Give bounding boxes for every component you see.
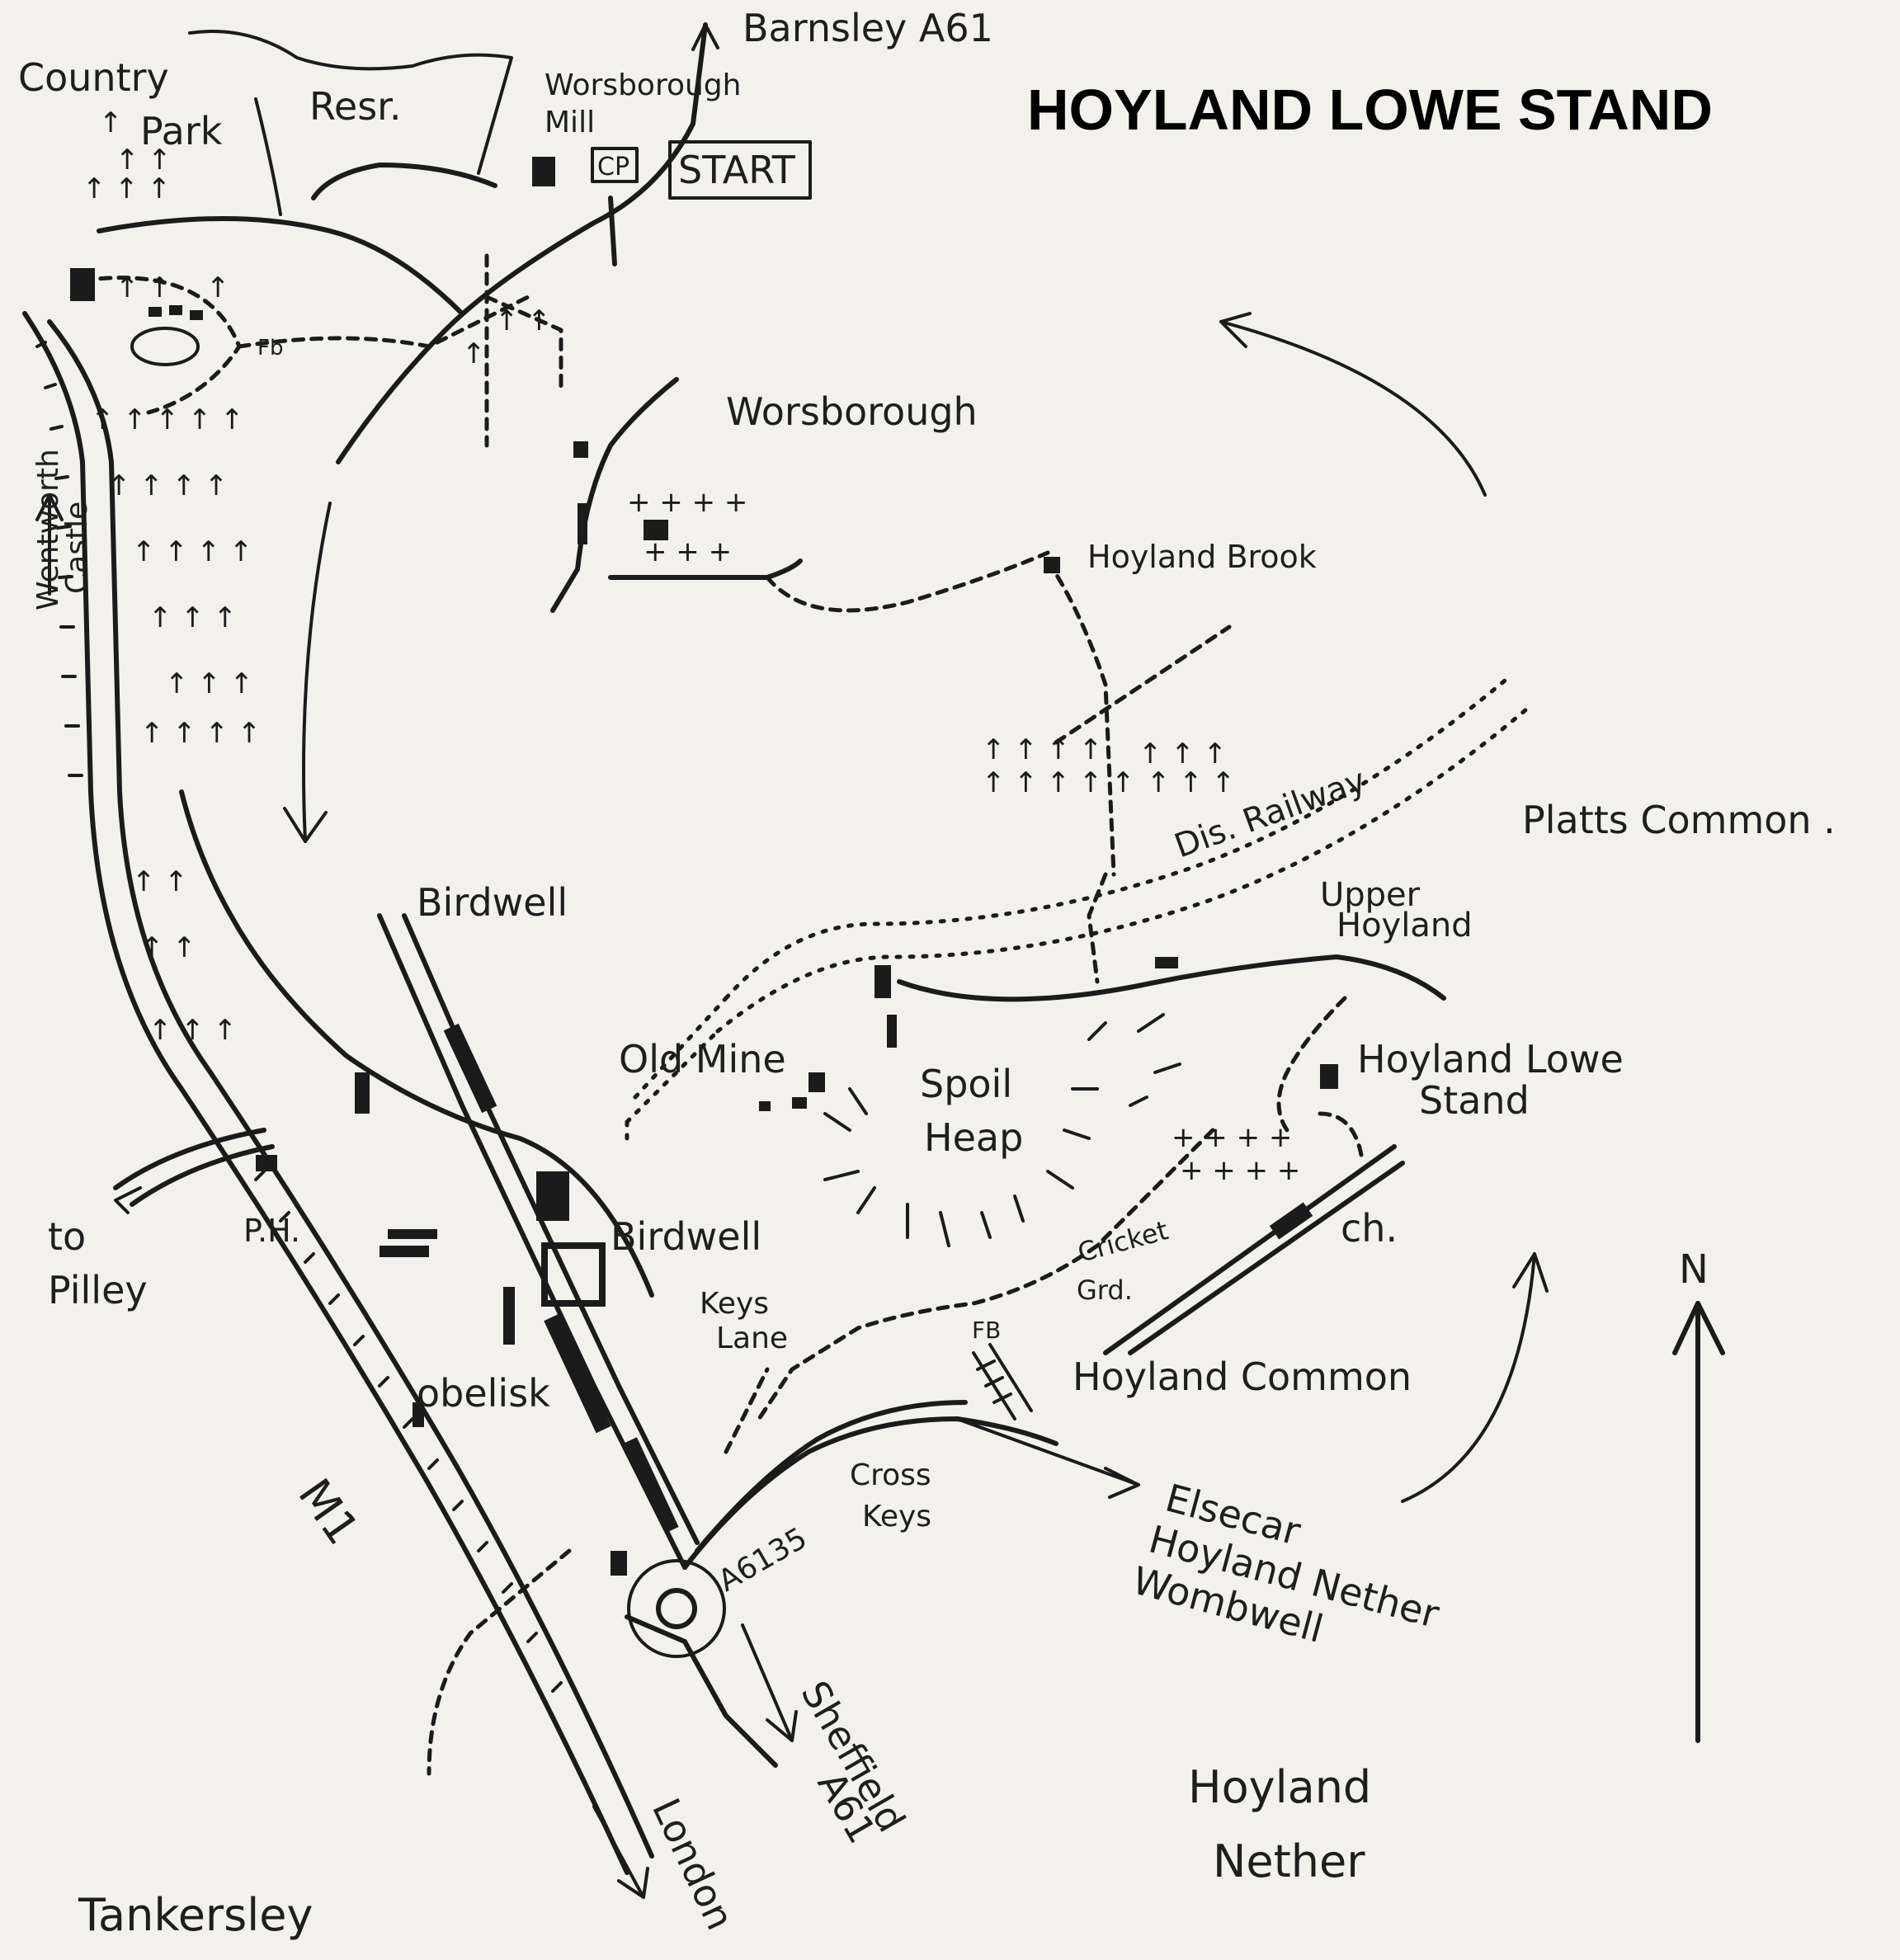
- label-wentworth: Wentworth: [31, 449, 65, 610]
- label-heap: Heap: [924, 1115, 1023, 1160]
- label-castle: Castle: [60, 502, 94, 594]
- label-hoyland-lowe: Hoyland Lowe: [1357, 1037, 1624, 1081]
- svg-text:↑: ↑: [462, 337, 486, 370]
- label-resr-text: Resr.: [309, 84, 401, 129]
- roundabout: [627, 1559, 726, 1658]
- label-hoyland: Hoyland: [1188, 1761, 1371, 1813]
- svg-text:+ + + +: + + + +: [1180, 1154, 1300, 1187]
- svg-text:↑ ↑ ↑: ↑ ↑ ↑: [149, 601, 237, 634]
- svg-text:↑ ↑ ↑ ↑: ↑ ↑ ↑ ↑: [140, 717, 261, 750]
- label-hoyland-brook: Hoyland Brook: [1087, 539, 1317, 575]
- svg-text:↑ ↑ ↑: ↑ ↑ ↑: [165, 667, 253, 700]
- svg-text:↑ ↑: ↑ ↑: [116, 144, 172, 177]
- car-park-box: [591, 147, 639, 183]
- label-old-mine: Old Mine: [619, 1037, 786, 1081]
- motorway-m1: [22, 311, 654, 1875]
- svg-text:↑: ↑: [99, 106, 123, 139]
- svg-text:↑ ↑: ↑ ↑: [132, 865, 188, 898]
- label-start: START: [678, 148, 796, 192]
- label-lane: Lane: [716, 1322, 788, 1355]
- svg-text:↑ ↑ ↑: ↑ ↑ ↑: [1147, 766, 1235, 799]
- svg-text:↑ ↑ ↑: ↑ ↑ ↑: [149, 1014, 237, 1047]
- label-fb1: Fb: [257, 336, 283, 360]
- buildings: [70, 157, 1338, 1576]
- label-cp: CP: [597, 153, 629, 181]
- spoil-heap: [823, 1013, 1181, 1247]
- label-fb2: FB: [972, 1317, 1001, 1344]
- label-m1: M1: [288, 1469, 369, 1553]
- footpaths: [80, 253, 1364, 1776]
- country-park-boundary: [130, 30, 513, 366]
- svg-text:↑: ↑: [206, 271, 230, 304]
- svg-text:+ + + +: + + + +: [1172, 1121, 1292, 1154]
- svg-text:+ + + +: + + + +: [627, 486, 747, 519]
- label-pilley: Pilley: [48, 1268, 148, 1312]
- label-nether: Nether: [1213, 1835, 1365, 1887]
- svg-text:↑ ↑ ↑: ↑ ↑ ↑: [83, 172, 171, 205]
- label-hoyland-upper: Hoyland: [1337, 907, 1473, 945]
- label-worsborough-mill-2: Mill: [545, 106, 595, 139]
- label-keys: Keys: [700, 1287, 769, 1321]
- labels: HOYLAND LOWE STAND N Country Park R Resr…: [18, 6, 1836, 1941]
- label-cross: Cross: [850, 1458, 931, 1492]
- label-ph: P.H.: [243, 1213, 300, 1249]
- footbridge: [972, 1343, 1033, 1421]
- svg-text:+ + +: + + +: [644, 535, 732, 568]
- label-birdwell-mid: Birdwell: [611, 1214, 761, 1259]
- label-tankersley: Tankersley: [78, 1889, 313, 1941]
- label-grd: Grd.: [1077, 1274, 1133, 1306]
- svg-text:↑ ↑ ↑ ↑ ↑: ↑ ↑ ↑ ↑ ↑: [91, 403, 244, 436]
- north-arrow: [1672, 1301, 1725, 1743]
- label-country: Country: [18, 55, 169, 100]
- start-box: [668, 140, 812, 200]
- label-platts-common: Platts Common .: [1522, 798, 1836, 842]
- north-label: N: [1679, 1246, 1709, 1293]
- label-to: to: [48, 1214, 86, 1259]
- label-birdwell-top: Birdwell: [417, 880, 568, 925]
- svg-text:↑ ↑ ↑ ↑: ↑ ↑ ↑ ↑: [132, 535, 252, 568]
- svg-text:↑ ↑: ↑ ↑: [495, 304, 551, 337]
- label-spoil: Spoil: [920, 1062, 1012, 1106]
- label-obelisk: obelisk: [417, 1371, 550, 1416]
- label-keys-pub: Keys: [862, 1500, 931, 1534]
- svg-text:↑ ↑ ↑ ↑ ↑: ↑ ↑ ↑ ↑ ↑: [982, 766, 1135, 799]
- label-worsborough-mill-1: Worsborough: [545, 68, 741, 102]
- label-park: Park: [140, 109, 223, 153]
- label-worsborough: Worsborough: [726, 389, 978, 434]
- svg-text:↑ ↑: ↑ ↑: [140, 931, 196, 964]
- label-london: London: [644, 1792, 743, 1937]
- trees: ↑ ↑ ↑ ↑ ↑ ↑ ↑ ↑ ↑ ↑ ↑ ↑ ↑ ↑ ↑ ↑ ↑ ↑ ↑ ↑ …: [83, 106, 1235, 1047]
- label-upper: Upper: [1320, 876, 1421, 914]
- cemetery-crosses: + + + + + + + + + + + + + + +: [627, 486, 1300, 1187]
- label-a6135: A6135: [713, 1521, 813, 1599]
- label-hoyland-common: Hoyland Common: [1073, 1355, 1412, 1399]
- svg-text:↑ ↑ ↑ ↑: ↑ ↑ ↑ ↑: [107, 469, 228, 502]
- label-stand: Stand: [1419, 1078, 1530, 1123]
- label-barnsley: Barnsley A61: [743, 6, 993, 50]
- svg-text:↑ ↑: ↑ ↑: [116, 271, 172, 304]
- svg-text:↑ ↑ ↑ ↑: ↑ ↑ ↑ ↑: [982, 733, 1102, 766]
- direction-arrows: [35, 23, 1549, 1899]
- map-title: HOYLAND LOWE STAND: [1027, 78, 1713, 142]
- svg-text:↑ ↑ ↑: ↑ ↑ ↑: [1139, 737, 1227, 770]
- disused-railway: [625, 674, 1529, 1141]
- label-ch: ch.: [1341, 1206, 1398, 1251]
